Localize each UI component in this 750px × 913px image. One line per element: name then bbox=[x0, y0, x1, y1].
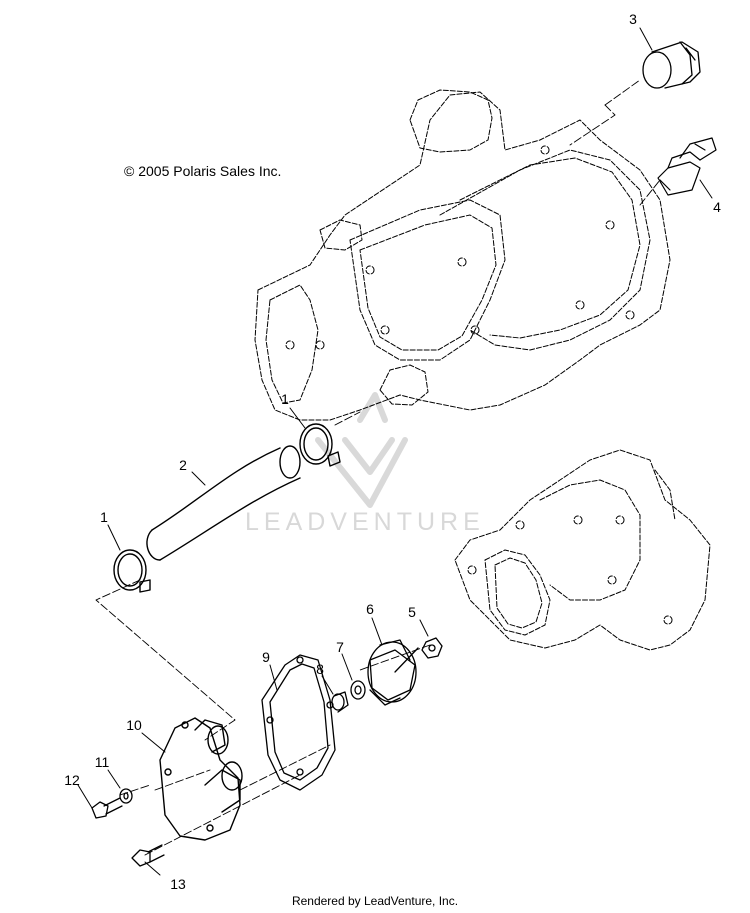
watermark-text: LEADVENTURE bbox=[245, 508, 485, 536]
part-1-upper-clamp bbox=[299, 423, 341, 467]
part-6-impeller bbox=[367, 639, 419, 706]
part-7-washer bbox=[350, 680, 366, 700]
callout-3: 3 bbox=[629, 11, 637, 27]
part-11-washer bbox=[119, 788, 133, 804]
callout-13: 13 bbox=[170, 876, 186, 892]
part-2-hose bbox=[146, 445, 301, 561]
callout-8: 8 bbox=[316, 661, 324, 677]
callout-1-upper: 1 bbox=[281, 391, 289, 407]
crankcase-outline bbox=[454, 449, 711, 651]
callout-7: 7 bbox=[336, 639, 344, 655]
callout-5: 5 bbox=[408, 604, 416, 620]
part-3-thermostat bbox=[642, 41, 701, 89]
part-1-lower-clamp bbox=[113, 549, 151, 593]
part-5-nut bbox=[421, 637, 443, 659]
part-4-sensor bbox=[657, 137, 717, 196]
callout-9: 9 bbox=[262, 649, 270, 665]
copyright-text: © 2005 Polaris Sales Inc. bbox=[124, 163, 282, 179]
part-13-bolt bbox=[131, 844, 165, 867]
callout-leaders bbox=[77, 27, 713, 876]
callout-12: 12 bbox=[64, 772, 80, 788]
callout-2: 2 bbox=[179, 457, 187, 473]
leadventure-watermark-logo bbox=[315, 392, 408, 508]
callout-1-lower: 1 bbox=[100, 509, 108, 525]
footer-credit: Rendered by LeadVenture, Inc. bbox=[291, 894, 459, 908]
cylinder-head-outline bbox=[254, 89, 671, 421]
callout-4: 4 bbox=[713, 199, 721, 215]
callout-11: 11 bbox=[94, 754, 110, 770]
callout-10: 10 bbox=[126, 717, 142, 733]
part-8-plug bbox=[331, 691, 349, 713]
part-10-pump-cover bbox=[159, 717, 243, 841]
leader-lines bbox=[95, 79, 661, 856]
callout-6: 6 bbox=[366, 601, 374, 617]
part-12-bolt bbox=[91, 797, 123, 819]
